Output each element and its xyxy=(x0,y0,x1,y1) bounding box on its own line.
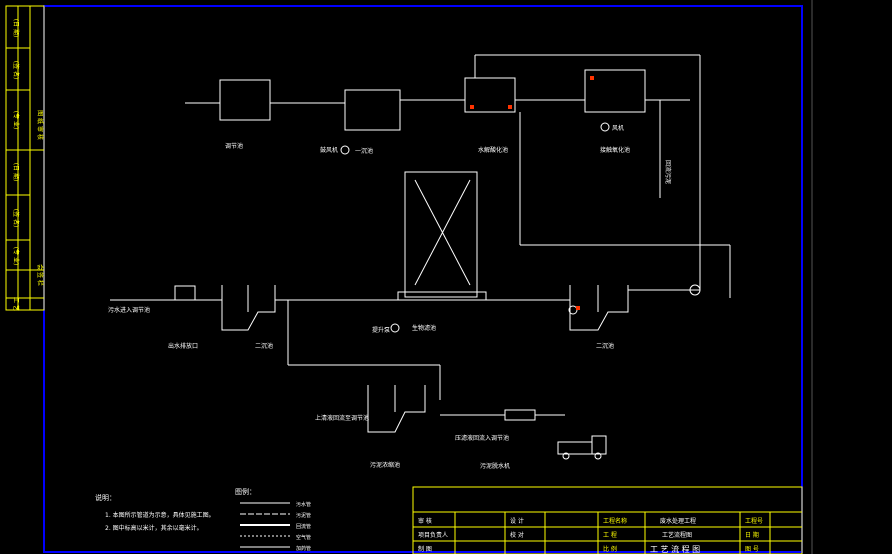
sludge-tank-label: 污泥浓缩池 xyxy=(370,461,400,469)
tb-field-review: 审 核 xyxy=(418,517,432,525)
legend-item-2: 污泥管 xyxy=(296,512,311,519)
tb-project: 废水处理工程 xyxy=(660,517,696,525)
dewater-shape xyxy=(504,409,536,421)
tank6-label: 生物滤池 xyxy=(412,324,436,332)
legend-item-5: 加药管 xyxy=(296,545,311,552)
inlet-label: 污水进入调节池 xyxy=(108,306,150,314)
strip-side-label: 会 签 栏 xyxy=(36,264,44,286)
pump1-shape xyxy=(390,323,400,333)
tank4-shape xyxy=(584,69,646,113)
title-block xyxy=(412,486,803,554)
legend-item-4: 空气管 xyxy=(296,534,311,541)
strip-label: 工 艺 xyxy=(12,297,20,311)
tb-drawing-no: 图 号 xyxy=(745,546,759,553)
pump1-label: 提升泵 xyxy=(372,326,390,334)
tb-field-check: 校 对 xyxy=(510,531,524,539)
tank1-shape xyxy=(219,79,271,121)
tb-date: 日 期 xyxy=(745,531,759,539)
tb-project-field: 工 程 xyxy=(603,531,617,539)
tank1-label: 调节池 xyxy=(225,142,243,150)
tank2-label: 一沉池 xyxy=(355,147,373,155)
tank2-shape xyxy=(344,89,401,131)
notes-item-2: 2. 图中标高以米计，其余以毫米计。 xyxy=(105,524,203,532)
strip-label: (专 业) xyxy=(12,111,20,130)
blower1-shape xyxy=(340,145,350,155)
blower1-label: 鼓风机 xyxy=(320,146,338,154)
outlet-label: 出水排放口 xyxy=(168,342,198,350)
tank5-label: 二沉池 xyxy=(255,342,273,350)
filtrate-label: 压滤液回流入调节池 xyxy=(455,434,509,442)
tb-field-lead: 项目负责人 xyxy=(418,531,448,539)
left-signature-strip xyxy=(5,5,45,311)
strip-label: (日 期) xyxy=(12,19,20,38)
tank5b-label: 二沉池 xyxy=(596,342,614,350)
tb-field-draw: 制 图 xyxy=(418,545,432,553)
outlet-box xyxy=(174,285,196,301)
strip-side-label: 图 纸 审 核 xyxy=(36,110,44,140)
tb-field-design: 设 计 xyxy=(510,517,524,525)
tank6-shape xyxy=(404,171,478,298)
tb-project-no: 工程号 xyxy=(745,517,763,525)
accent-marks xyxy=(470,76,594,310)
legend-item-1: 污水管 xyxy=(296,501,311,508)
tank3-label: 水解酸化池 xyxy=(478,146,508,154)
process-piping xyxy=(110,54,731,460)
strip-label: (日 期) xyxy=(12,163,20,182)
tank3-shape xyxy=(464,77,516,113)
legend-lines xyxy=(240,502,290,548)
legend-item-3: 回流管 xyxy=(296,523,311,530)
notes-item-1: 1. 本图所示管道为示意，具体见施工图。 xyxy=(105,511,215,519)
tb-company: 工程名称 xyxy=(603,517,627,525)
tb-drawing-title-big: 工 艺 流 程 图 xyxy=(650,544,700,554)
return-sludge-label: 回流污泥 xyxy=(664,160,672,184)
notes-heading: 说明： xyxy=(95,493,116,502)
supernatant-label: 上清液回流至调节池 xyxy=(315,414,369,422)
drawing-frame xyxy=(43,5,803,553)
blower2-shape xyxy=(600,122,610,132)
strip-label: (专 业) xyxy=(12,247,20,266)
legend-heading: 图例： xyxy=(235,487,256,496)
strip-label: (签 名) xyxy=(12,209,20,228)
dewater-label: 污泥脱水机 xyxy=(480,462,510,470)
tb-drawing-title: 工艺流程图 xyxy=(662,531,692,539)
blower2-label: 风机 xyxy=(612,124,624,132)
strip-label: (签 名) xyxy=(12,61,20,80)
truck-body xyxy=(557,441,593,455)
tank4-label: 接触氧化池 xyxy=(600,146,630,154)
tb-scale: 比 例 xyxy=(603,545,617,553)
